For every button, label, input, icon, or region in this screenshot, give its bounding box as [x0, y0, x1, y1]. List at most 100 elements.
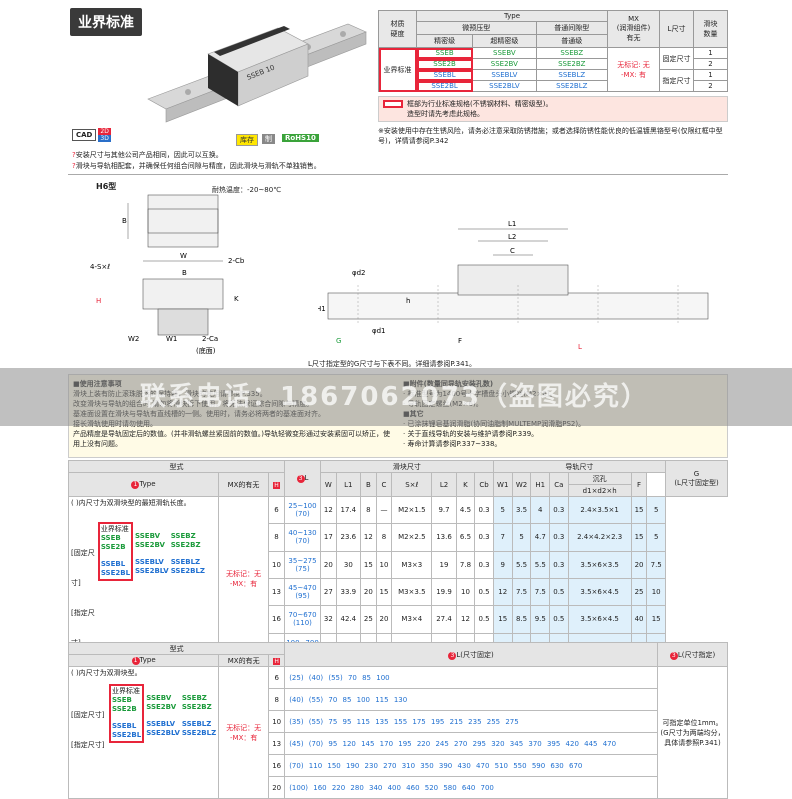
product-notes: ?安装尺寸与其他公司产品相同，因此可以互换。 ?滑块与导轨相配套，并确保任何组合… — [72, 151, 321, 170]
micro-preload-header: 微预压型 — [416, 21, 537, 35]
model-sse2bv[interactable]: SSE2BV — [135, 541, 165, 549]
cell-w1: 9 — [492, 550, 513, 579]
col-w2: W2 — [511, 472, 532, 497]
table-note: ( )内尺寸为双滑块型的最短滑轨长度。 — [71, 499, 191, 507]
model-sse2bz[interactable]: SSE2BZ — [181, 703, 212, 711]
model-ssebv[interactable]: SSEBV — [146, 694, 172, 702]
cell-l2: 19.9 — [431, 577, 457, 607]
cell-s: M3×3 — [391, 550, 433, 579]
drawing-model: H6型 — [96, 182, 117, 191]
cad-badge[interactable]: CAD — [72, 129, 97, 141]
model-ssebl[interactable]: SSEBL — [100, 560, 126, 568]
model-sse2bz[interactable]: SSE2BZ — [170, 541, 201, 549]
l-fixed-header: L(尺寸固定) — [456, 650, 494, 659]
cell-k: 12 — [455, 605, 476, 634]
cell-b: 8 — [360, 495, 377, 525]
model-sse2blz[interactable]: SSE2BLZ — [170, 567, 205, 575]
counterbore-header: 沉孔 — [567, 472, 632, 485]
svg-text:W1: W1 — [166, 335, 177, 343]
model-ssebl[interactable]: SSEBL — [415, 69, 474, 81]
linear-guide-image: SSEB 10 — [147, 23, 367, 123]
model-sse2b[interactable]: SSE2B — [112, 705, 137, 713]
cell-b: 15 — [360, 550, 377, 579]
cell-w1: 15 — [492, 605, 513, 634]
model-sseb[interactable]: SSEB — [100, 534, 121, 542]
table-row: 13 45~470(95) 27 33.9 20 15 M3×3.5 19.9 … — [69, 577, 728, 607]
legend-box: 框部为行业标准规格(不锈钢材料、精密级型)。 造型时请先考虑此规格。 — [378, 96, 728, 122]
fixed-label: [固定尺寸] — [71, 711, 105, 719]
model-sse2blv[interactable]: SSE2BLV — [146, 729, 180, 737]
cell-f: 20 — [630, 550, 648, 579]
model-sse2bz[interactable]: SSE2BZ — [535, 58, 609, 70]
model-sseb[interactable]: SSEB — [415, 47, 474, 59]
model-ssebz[interactable]: SSEBZ — [535, 47, 609, 59]
cell-ca: 0.5 — [549, 605, 569, 634]
model-sse2bv[interactable]: SSE2BV — [472, 58, 537, 70]
model-ssieblv[interactable]: SSEBLV — [146, 720, 176, 728]
cell-h: 6 — [268, 495, 285, 525]
model-ssebl[interactable]: SSEBL — [112, 722, 137, 730]
svg-text:L: L — [578, 343, 582, 350]
spec-table: 材质硬度 Type MX (润滑组件) 有无 L尺寸 滑块 数量 微预压型 普通… — [378, 10, 728, 92]
slider-dims-header: 滑块尺寸 — [320, 460, 494, 473]
cell-l: 70~670 — [288, 611, 317, 620]
watermark-banner: 联系电话：1867062073（盗图必究） — [0, 368, 792, 426]
cad-2d-badge[interactable]: 2D — [98, 128, 111, 135]
cell-lengths: (70) 110 150 190 230 270 310 350 390 430… — [284, 754, 658, 777]
model-ssieblz[interactable]: SSEBLZ — [535, 69, 609, 81]
other-line: · 寿命计算请参阅P.337~338。 — [403, 440, 502, 448]
model-sse2blv[interactable]: SSE2BLV — [472, 80, 537, 92]
watermark-text: 联系电话：1867062073（盗图必究） — [140, 382, 649, 412]
model-sseb[interactable]: SSEB — [112, 696, 132, 704]
qty-value: 2 — [693, 58, 728, 70]
model-ssieblv[interactable]: SSEBLV — [135, 558, 164, 566]
model-ssebz[interactable]: SSEBZ — [181, 694, 207, 702]
svg-text:(底面): (底面) — [196, 346, 216, 355]
svg-text:H: H — [96, 297, 101, 305]
mx-header: MX的有无 — [218, 654, 270, 667]
model-ssebz[interactable]: SSEBZ — [170, 532, 196, 540]
cell-c: 20 — [375, 605, 393, 634]
model-sse2bl[interactable]: SSE2BL — [415, 80, 474, 92]
model-ssebv[interactable]: SSEBV — [135, 532, 161, 540]
model-ssieblz[interactable]: SSEBLZ — [181, 720, 212, 728]
model-sse2blz[interactable]: SSE2BLZ — [535, 80, 609, 92]
cell-f: 15 — [630, 495, 648, 525]
model-sse2bv[interactable]: SSE2BV — [146, 703, 177, 711]
model-sseblv[interactable]: SSEBLV — [472, 69, 537, 81]
cad-3d-badge[interactable]: 3D — [98, 135, 111, 142]
cell-s: M2×1.5 — [391, 495, 433, 525]
cell-h: 20 — [268, 776, 286, 799]
qty-value: 1 — [693, 47, 728, 59]
model-sse2bl[interactable]: SSE2BL — [100, 569, 131, 577]
svg-text:2-Cb: 2-Cb — [228, 257, 245, 265]
col-cb: Cb — [474, 472, 494, 497]
svg-text:B: B — [182, 269, 187, 277]
model-sse2blv[interactable]: SSE2BLV — [135, 567, 169, 575]
cell-c: 15 — [375, 577, 393, 607]
model-sse2b[interactable]: SSE2B — [100, 543, 126, 551]
model-header: 型式 — [68, 460, 285, 473]
cell-l: 35~275 — [288, 556, 317, 565]
col-l2: L2 — [431, 472, 457, 497]
l-fixed: 固定尺寸 — [659, 47, 694, 70]
cell-c: 10 — [375, 550, 393, 579]
model-ssieblz[interactable]: SSEBLZ — [170, 558, 201, 566]
model-ssebv[interactable]: SSEBV — [472, 47, 537, 59]
mx-value: 无标记：无 -MX：有 — [218, 666, 270, 799]
cell-s: M3×4 — [391, 605, 433, 634]
precaution-line: 产品精度是导轨固定后的数值。(并非滑轨螺丝紧固前的数值。)导轨轻微变形通过安装紧… — [73, 430, 390, 448]
cell-g: 10 — [646, 577, 666, 607]
made-badge: 制 — [262, 134, 275, 144]
model-sse2b[interactable]: SSE2B — [415, 58, 474, 70]
cell-h: 8 — [268, 688, 286, 711]
col-s: S×ℓ — [391, 472, 433, 497]
model-sse2blz[interactable]: SSE2BLZ — [181, 729, 217, 737]
model-header: 型式 — [67, 642, 286, 655]
cell-c: — — [375, 495, 393, 525]
col-w: W — [320, 472, 337, 497]
cell-ca: 0.3 — [549, 523, 569, 552]
model-sse2bl[interactable]: SSE2BL — [112, 731, 142, 739]
